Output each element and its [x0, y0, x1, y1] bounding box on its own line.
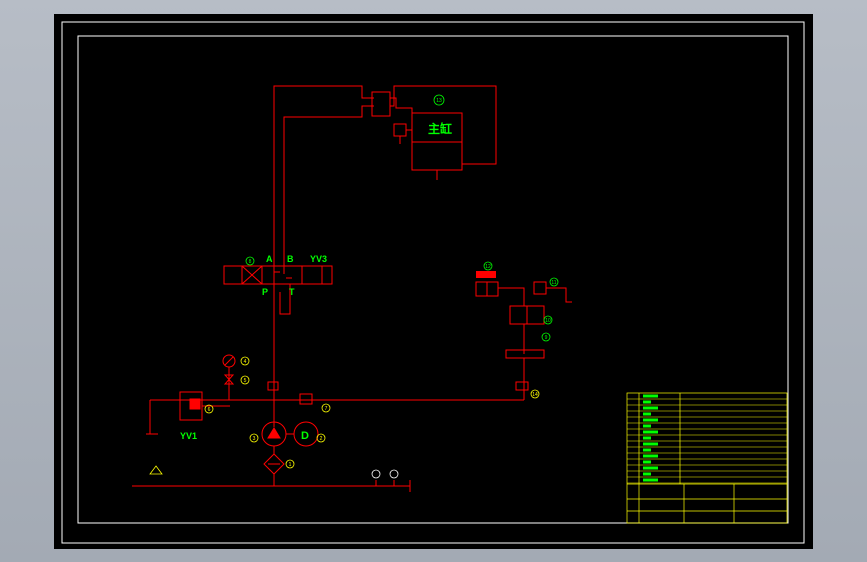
port-a-label: A: [266, 254, 273, 264]
tank-marker-icon: [149, 465, 163, 475]
callout-4: 4: [244, 359, 247, 365]
title-cell-text: [643, 460, 651, 464]
main-cylinder-label: 主缸: [428, 121, 452, 136]
aux-manifold: [505, 349, 545, 359]
callout-8: 8: [249, 259, 252, 265]
pipe-a: [273, 85, 374, 314]
pilot-check-block: [371, 91, 391, 117]
aux-relief-valve: [533, 281, 547, 295]
callout-2: 2: [320, 436, 323, 442]
title-block-cells: [643, 394, 658, 482]
callout-10: 10: [545, 318, 551, 324]
callout-12: 12: [485, 264, 491, 270]
relief-valve-main: [393, 123, 407, 137]
pipe-return: [390, 85, 497, 165]
title-cell-text: [643, 400, 651, 404]
main-cylinder-circuit: [273, 85, 497, 314]
title-cell-text: [643, 412, 651, 416]
title-cell-text: [643, 418, 658, 422]
title-cell-text: [643, 466, 658, 470]
title-cell-text: [643, 394, 658, 398]
title-block-rows: [627, 398, 787, 484]
title-cell-text: [643, 442, 658, 446]
callout-9: 9: [545, 335, 548, 341]
callout-13-text: 13: [436, 98, 442, 104]
gauge-cock: [223, 374, 235, 385]
solenoid-right: [321, 265, 333, 285]
valve-tag-yv1: YV1: [180, 431, 197, 441]
inner-frame: [77, 35, 789, 524]
hydraulic-schematic: 13 主缸 8 A B YV3 P T: [61, 21, 805, 544]
title-cell-text: [643, 436, 651, 440]
callout-7: 7: [325, 406, 328, 412]
callout-13: [433, 94, 445, 106]
electric-motor: [293, 421, 319, 447]
callout-14: 14: [532, 392, 538, 398]
port-b-label: B: [287, 254, 294, 264]
title-cell-text: [643, 406, 658, 410]
callout-6: 6: [208, 407, 211, 413]
port-t-label: T: [289, 287, 295, 297]
title-block: [626, 392, 788, 524]
supply-callouts: 4 5 6 7 3 2 1: [149, 356, 399, 479]
supply-circuit: [132, 314, 524, 492]
callout-1: 1: [289, 462, 292, 468]
title-cell-text: [643, 478, 658, 482]
port-p-label: P: [262, 287, 268, 297]
title-cell-text: [643, 454, 658, 458]
callout-5: 5: [244, 378, 247, 384]
pipe-b: [283, 105, 374, 274]
title-cell-text: [643, 430, 658, 434]
callout-11: 11: [551, 280, 556, 286]
valve-tag-yv3: YV3: [310, 254, 327, 264]
title-cell-text: [643, 424, 651, 428]
pipe-t: [279, 284, 291, 315]
title-cell-text: [643, 472, 651, 476]
callout-3: 3: [253, 436, 256, 442]
directional-valve-yv3: [223, 265, 333, 315]
aux-label-block: [476, 271, 496, 278]
aux-circuit: [475, 281, 572, 400]
solenoid-left: [223, 265, 243, 285]
drawing-sheet: 13 主缸 8 A B YV3 P T: [54, 14, 813, 549]
motor-symbol: D: [301, 430, 309, 442]
outer-frame: [61, 21, 805, 544]
title-cell-text: [643, 448, 651, 452]
